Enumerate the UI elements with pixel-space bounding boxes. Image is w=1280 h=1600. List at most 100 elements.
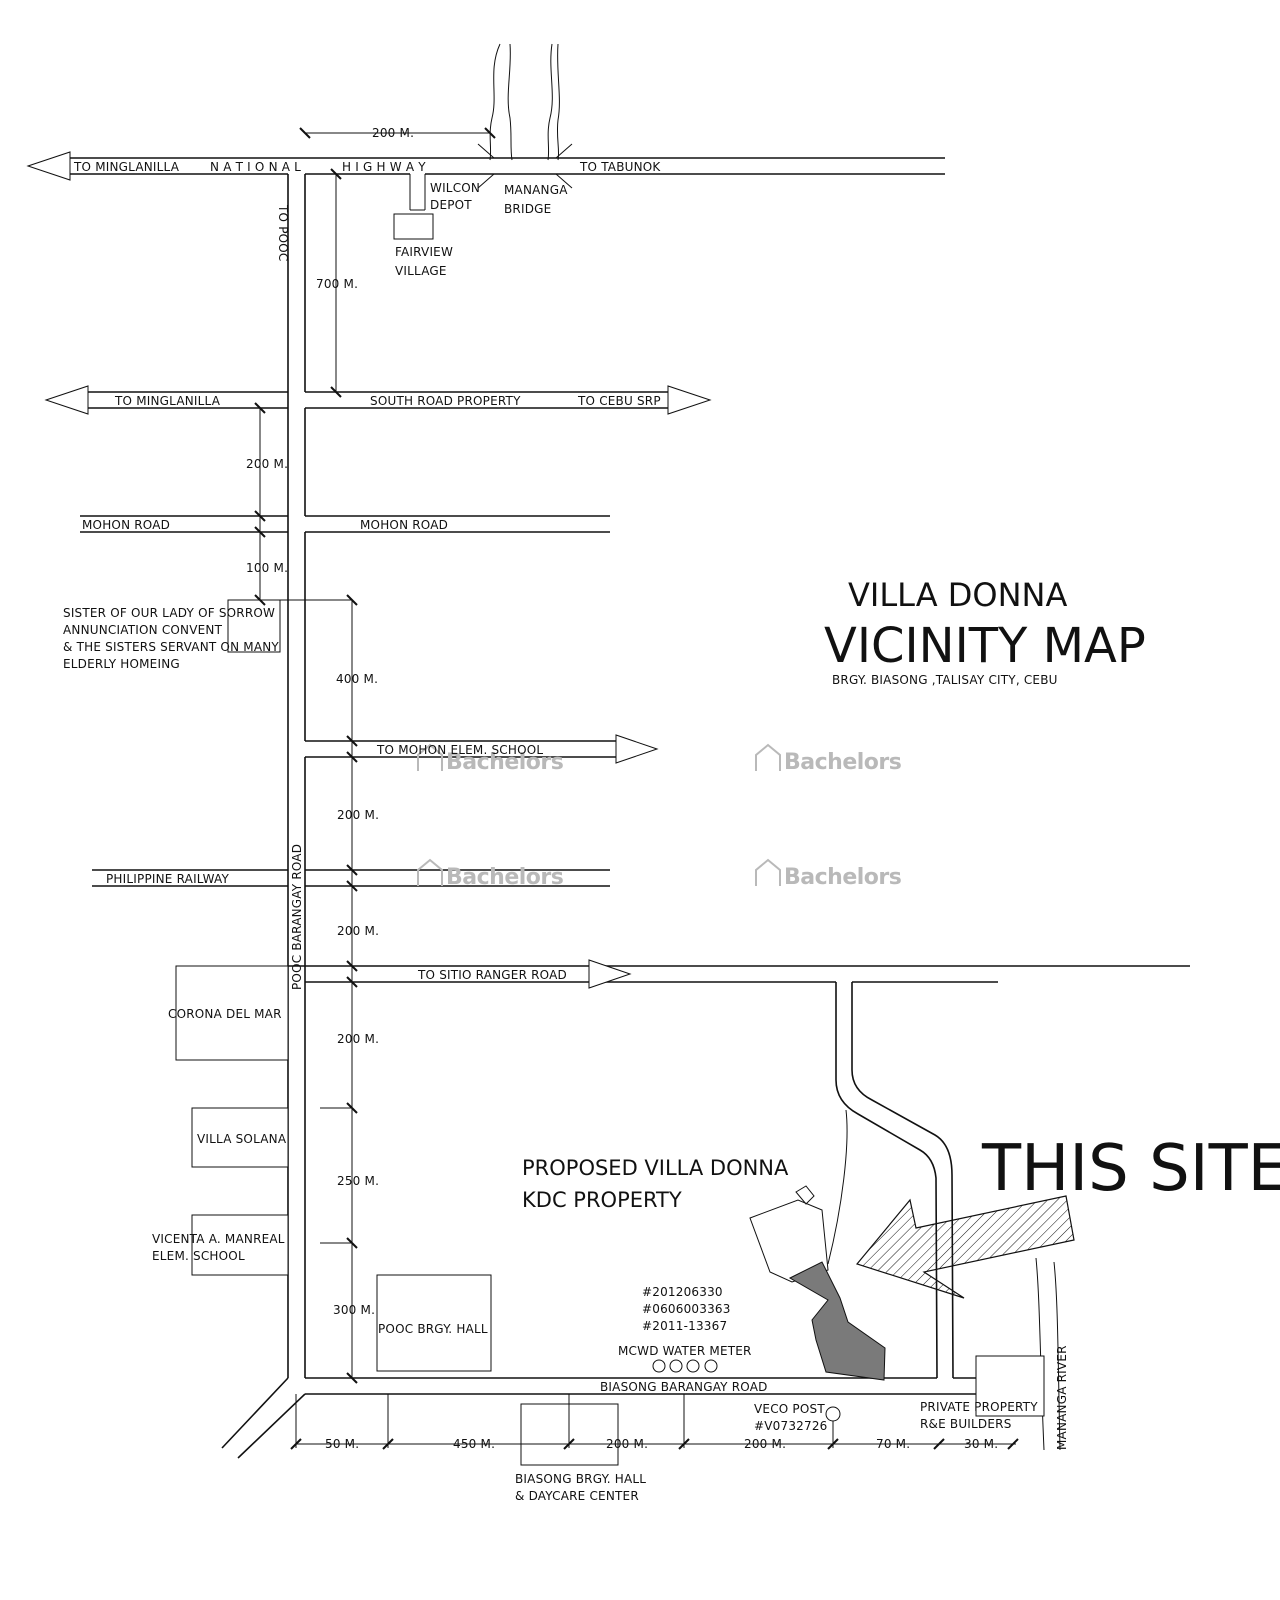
watermark-logo: Bachelors [417,743,564,775]
label-veco-2: #V0732726 [754,1419,828,1433]
label-meter-1: #201206330 [642,1285,723,1299]
philippine-railway [92,869,610,887]
label-convent-4: ELDERLY HOMEING [63,657,180,671]
mohon-school-road [305,734,659,764]
label-300: 300 M. [333,1303,375,1317]
vicenta-school-box [191,1214,289,1276]
label-south-road: SOUTH ROAD PROPERTY [370,394,521,408]
label-biasong-road: BIASONG BARANGAY ROAD [600,1380,768,1394]
label-b-450: 450 M. [453,1437,495,1451]
label-fairview-2: VILLAGE [395,264,447,278]
mananga-river-lines [1035,1257,1061,1451]
arrow-right-srp [667,385,712,415]
site-access-road [835,982,954,1379]
label-mananga-river: MANANGA RIVER [1055,1345,1069,1450]
label-200-b: 200 M. [337,808,379,822]
label-top-200: 200 M. [372,126,414,140]
mohon-road [80,515,610,533]
label-200-c: 200 M. [337,924,379,938]
svg-text:Bachelors: Bachelors [446,750,564,775]
label-to-mohon-school: TO MOHON ELEM. SCHOOL [376,743,543,757]
label-mananga-2: BRIDGE [504,202,551,216]
river-top [489,43,560,161]
svg-text:Bachelors: Bachelors [784,865,902,890]
water-meters [652,1359,718,1373]
arrow-left-minglanilla [26,151,71,181]
label-200-d: 200 M. [337,1032,379,1046]
watermark-logo: Bachelors [755,858,902,890]
label-private-2: R&E BUILDERS [920,1417,1012,1431]
site-pointer-arrow [855,1195,1075,1299]
biasong-barangay-road [305,1377,978,1395]
label-mohon-right: MOHON ROAD [360,518,448,532]
label-100: 100 M. [246,561,288,575]
wilcon-fairview [393,174,434,240]
label-b-30: 30 M. [964,1437,998,1451]
label-to-cebu-srp: TO CEBU SRP [577,394,661,408]
dimension-lines [254,127,496,1384]
veco-post-icon [825,1406,841,1448]
label-corona: CORONA DEL MAR [168,1007,282,1021]
convent-box [227,599,281,653]
label-pooc-hall: POOC BRGY. HALL [378,1322,488,1336]
villa-solana-box [191,1107,289,1168]
label-to-minglanilla-top: TO MINGLANILLA [73,160,180,174]
corona-del-mar-box [175,965,289,1061]
watermark-logo: Bachelors [417,858,564,890]
label-convent-1: SISTER OF OUR LADY OF SORROW [63,606,275,620]
label-vicenta-2: ELEM. SCHOOL [152,1249,245,1263]
label-private-1: PRIVATE PROPERTY [920,1400,1038,1414]
label-philippine-railway: PHILIPPINE RAILWAY [106,872,229,886]
label-veco-1: VECO POST [754,1402,825,1416]
sitio-ranger-road [288,959,1190,989]
national-highway [26,143,945,189]
label-250: 250 M. [337,1174,379,1188]
svg-text:Bachelors: Bachelors [446,865,564,890]
label-biasong-hall-2: & DAYCARE CENTER [515,1489,639,1503]
label-proposed-2: KDC PROPERTY [522,1188,682,1212]
south-road-property [44,385,712,415]
label-villa-solana: VILLA SOLANA [197,1132,287,1146]
label-biasong-hall-1: BIASONG BRGY. HALL [515,1472,646,1486]
label-200-a: 200 M. [246,457,288,471]
site-parcels [749,1109,1075,1381]
label-highway: H I G H W A Y [342,160,426,174]
label-fairview-1: FAIRVIEW [395,245,453,259]
label-pooc-barangay-road: POOC BARANGAY ROAD [290,844,304,990]
label-b-50: 50 M. [325,1437,359,1451]
label-mohon-left: MOHON ROAD [82,518,170,532]
label-national: N A T I O N A L [210,160,301,174]
label-400: 400 M. [336,672,378,686]
label-vicenta-1: VICENTA A. MANREAL [152,1232,285,1246]
arrow-left-srp [44,385,89,415]
label-to-tabunok: TO TABUNOK [579,160,661,174]
label-b-200a: 200 M. [606,1437,648,1451]
label-b-70: 70 M. [876,1437,910,1451]
label-mananga-1: MANANGA [504,183,568,197]
labels: TO MINGLANILLA N A T I O N A L H I G H W… [63,126,1280,1503]
site-hatched-parcel [788,1261,886,1381]
arrow-right-ranger [588,959,632,989]
label-proposed-1: PROPOSED VILLA DONNA [522,1156,789,1180]
label-700: 700 M. [316,277,358,291]
watermarks: Bachelors Bachelors Bachelors Bachelors [417,743,902,890]
label-to-minglanilla-srp: TO MINGLANILLA [114,394,221,408]
label-this-site: THIS SITE [981,1132,1280,1206]
label-meter-2: #0606003363 [642,1302,731,1316]
private-property-box [975,1355,1045,1417]
label-to-sitio-ranger: TO SITIO RANGER ROAD [417,968,567,982]
label-to-pooc: TO POOC [276,204,290,262]
watermark-logo: Bachelors [755,743,902,775]
label-b-200b: 200 M. [744,1437,786,1451]
arrow-right-mohon [615,734,659,764]
title-vicinity-map: VICINITY MAP [824,618,1146,674]
label-wilcon-2: DEPOT [430,198,472,212]
label-meter-title: MCWD WATER METER [618,1344,752,1358]
bottom-dimension-lines [290,1394,1019,1450]
label-convent-3: & THE SISTERS SERVANT ON MANY [63,640,279,654]
pooc-brgy-hall-box [376,1274,492,1372]
label-meter-3: #2011-13367 [642,1319,727,1333]
label-wilcon-1: WILCON [430,181,480,195]
svg-text:Bachelors: Bachelors [784,750,902,775]
